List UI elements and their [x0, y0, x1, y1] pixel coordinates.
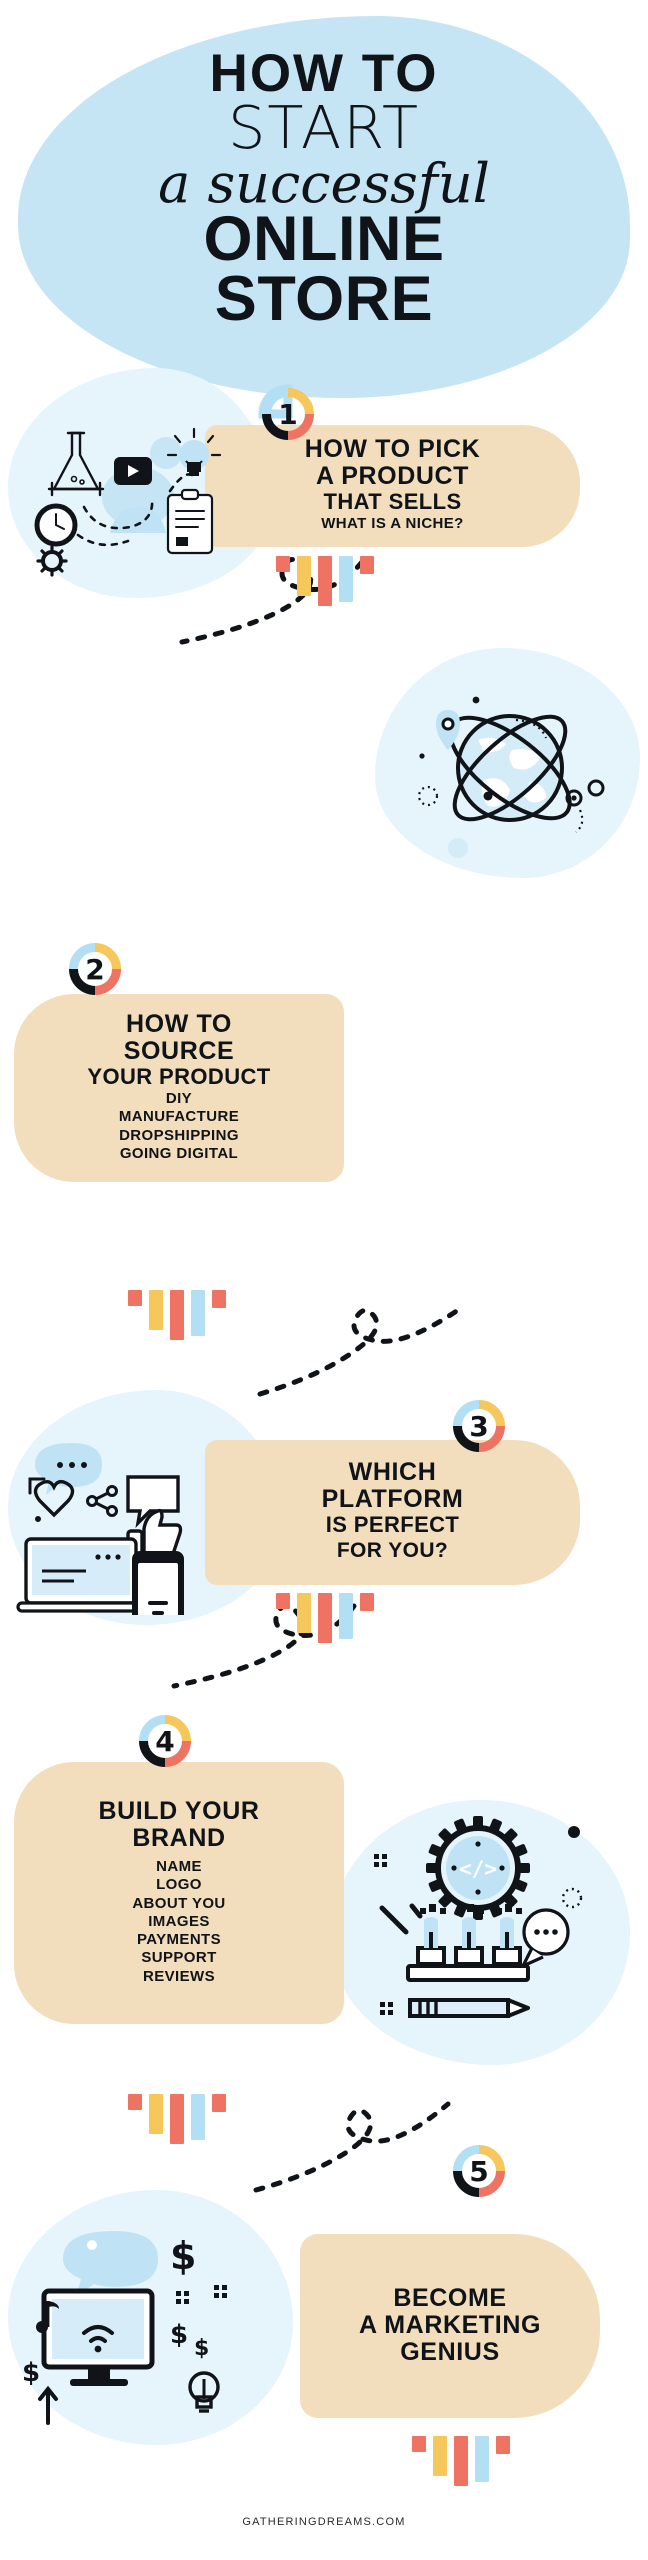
step-3-title-line-1: WHICH — [348, 1458, 437, 1487]
bar-blue-tall — [191, 2094, 205, 2140]
hero-line-4: ONLINE — [203, 203, 445, 274]
connector-4-to-5 — [253, 2101, 451, 2193]
step-1-sub-item: WHAT IS A NICHE? — [321, 515, 464, 533]
step-1-title-line-1: HOW TO PICK — [304, 435, 481, 464]
step-3-bars — [276, 1593, 374, 1643]
step-4-sub-list: NAME LOGO ABOUT YOU IMAGES PAYMENTS SUPP… — [132, 1858, 225, 1986]
bar-blue-tall — [339, 1593, 353, 1639]
step-3-sub-list: FOR YOU? — [337, 1538, 448, 1564]
bar-red-short — [276, 1593, 290, 1609]
step-2-sub-item-3: DROPSHIPPING — [119, 1126, 239, 1144]
footer-site-url: GATHERINGDREAMS.COM — [242, 2516, 406, 2528]
step-2-title-line-2: SOURCE — [123, 1036, 235, 1065]
bar-red-short — [276, 556, 290, 572]
svg-text:$: $ — [194, 2336, 209, 2361]
connector-1-to-2 — [179, 557, 365, 645]
bar-red-short — [412, 2436, 426, 2452]
step-2-sub-item-2: MANUFACTURE — [118, 1108, 240, 1126]
step-1-subtitle: THAT SELLS — [323, 489, 462, 515]
bar-red-tall — [170, 1290, 184, 1340]
step-2-sub-list: DIY MANUFACTURE DROPSHIPPING GOING DIGIT… — [119, 1090, 239, 1163]
step-3-panel: WHICH PLATFORM IS PERFECT FOR YOU? — [205, 1440, 580, 1585]
bar-blue-tall — [475, 2436, 489, 2482]
hero-background-blob — [18, 16, 630, 398]
step-4-title-line-2: BRAND — [132, 1823, 226, 1852]
svg-text:</>: </> — [459, 1857, 497, 1881]
bar-yellow-tall — [297, 1593, 311, 1633]
step-4-sub-item-4: IMAGES — [148, 1912, 210, 1930]
idea-research-icon — [18, 395, 253, 580]
bar-red-short-2 — [496, 2436, 510, 2454]
step-4-number: 4 — [155, 1724, 175, 1758]
bar-red-short-2 — [212, 1290, 226, 1308]
bar-yellow-tall — [433, 2436, 447, 2476]
bar-red-tall — [318, 1593, 332, 1643]
step-5-number: 5 — [469, 2154, 489, 2188]
step-2-bars — [128, 1290, 226, 1340]
step-4-sub-item-1: NAME — [156, 1857, 202, 1875]
gear-code-icon: </> — [360, 1810, 610, 2050]
hero-section: HOW TO START a successful ONLINE STORE — [0, 0, 648, 420]
step-4-sub-item-6: SUPPORT — [141, 1949, 217, 1967]
step-5-title-line-1: BECOME — [393, 2283, 507, 2312]
step-4-bars — [128, 2094, 226, 2144]
bar-red-tall — [170, 2094, 184, 2144]
step-1-badge: 1 — [257, 383, 319, 445]
bar-red-short — [128, 1290, 142, 1306]
bar-red-short — [128, 2094, 142, 2110]
bar-yellow-tall — [149, 1290, 163, 1330]
svg-text:$: $ — [22, 2358, 40, 2388]
step-1-number: 1 — [278, 397, 298, 431]
step-2-number: 2 — [85, 952, 105, 986]
step-4-sub-item-3: ABOUT YOU — [132, 1894, 226, 1912]
bar-blue-tall — [339, 556, 353, 602]
step-1-panel: HOW TO PICK A PRODUCT THAT SELLS WHAT IS… — [205, 425, 580, 547]
bar-red-tall — [454, 2436, 468, 2486]
bar-yellow-tall — [297, 556, 311, 596]
bar-red-short-2 — [212, 2094, 226, 2112]
step-2-subtitle: YOUR PRODUCT — [87, 1063, 271, 1089]
step-2-title-line-1: HOW TO — [126, 1009, 232, 1038]
step-5-badge: 5 — [448, 2140, 510, 2202]
step-3-badge: 3 — [448, 1395, 510, 1457]
devices-social-icon — [16, 1415, 266, 1631]
connector-3-to-4 — [171, 1603, 357, 1689]
step-3-subtitle: IS PERFECT — [325, 1512, 460, 1538]
step-5-panel: BECOME A MARKETING GENIUS — [300, 2234, 600, 2418]
step-2-panel-main: HOW TO SOURCE YOUR PRODUCT DIY MANUFACTU… — [14, 994, 344, 1182]
step-3-title-line-2: PLATFORM — [321, 1485, 464, 1514]
connector-2-to-3 — [257, 1307, 461, 1397]
step-3-sub-item: FOR YOU? — [336, 1539, 449, 1563]
step-4-sub-item-5: PAYMENTS — [136, 1931, 222, 1949]
step-5-subtitle: GENIUS — [400, 2337, 500, 2366]
hero-line-3: a successful — [158, 152, 490, 216]
step-2-badge: 2 — [64, 938, 126, 1000]
hero-line-2: START — [227, 92, 420, 162]
step-1-sub-list: WHAT IS A NICHE? — [321, 515, 464, 533]
step-1-title-line-2: A PRODUCT — [315, 462, 470, 491]
step-2-sub-item-1: DIY — [165, 1090, 193, 1107]
step-5-title-line-2: A MARKETING — [358, 2310, 542, 2339]
bar-yellow-tall — [149, 2094, 163, 2134]
bar-red-short-2 — [360, 556, 374, 574]
hero-title: HOW TO START a successful ONLINE STORE — [0, 44, 648, 334]
step-4-title-line-1: BUILD YOUR — [98, 1796, 260, 1825]
hero-line-1: HOW TO — [209, 44, 439, 103]
step-4-sub-item-2: LOGO — [156, 1876, 202, 1894]
monitor-money-icon: $ $ $ $ — [18, 2215, 268, 2430]
step-4-badge: 4 — [134, 1710, 196, 1772]
step-3-number: 3 — [469, 1409, 489, 1443]
globe-orbit-icon — [392, 668, 627, 863]
step-4-sub-item-7: REVIEWS — [143, 1967, 215, 1985]
svg-text:$: $ — [170, 2320, 188, 2350]
step-1-bars — [276, 556, 374, 606]
hero-line-5: STORE — [214, 263, 434, 334]
step-5-bars — [412, 2436, 510, 2486]
bar-red-tall — [318, 556, 332, 606]
step-4-panel: BUILD YOUR BRAND NAME LOGO ABOUT YOU IMA… — [14, 1762, 344, 2024]
bar-blue-tall — [191, 1290, 205, 1336]
step-2-sub-item-4: GOING DIGITAL — [119, 1144, 239, 1162]
svg-text:$: $ — [170, 2234, 196, 2278]
bar-red-short-2 — [360, 1593, 374, 1611]
